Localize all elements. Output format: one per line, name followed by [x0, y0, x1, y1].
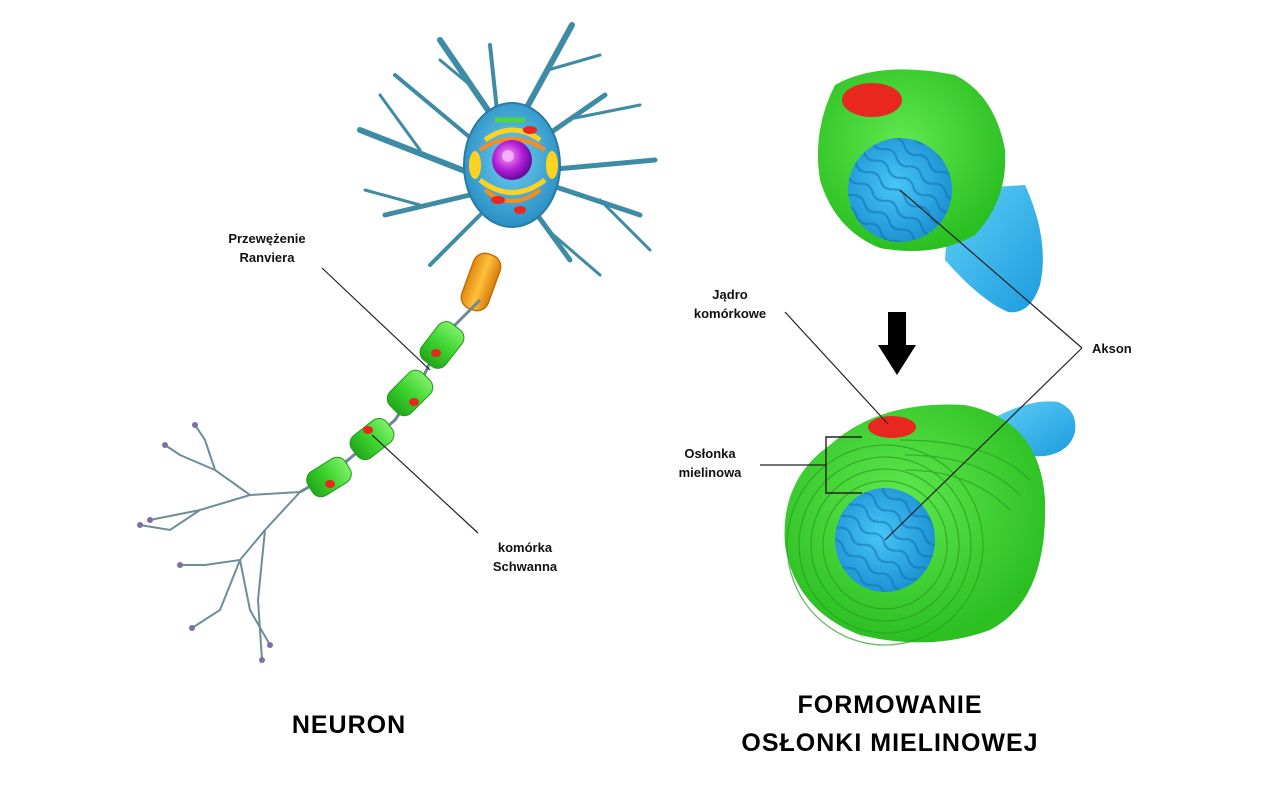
bottom-nucleus	[868, 416, 916, 438]
arrow-down-icon	[878, 312, 916, 375]
neuron-title-text: NEURON	[229, 706, 469, 744]
schwann-label-line1: komórka	[470, 538, 580, 557]
ranvier-label: Przewężenie Ranviera	[204, 229, 330, 267]
nucleus-label-line2: komórkowe	[680, 304, 780, 323]
ranvier-label-line1: Przewężenie	[204, 229, 330, 248]
myelin-label-line2: mielinowa	[660, 463, 760, 482]
axon-hillock	[458, 250, 504, 314]
top-nucleus	[842, 83, 902, 117]
nucleus-label: Jądro komórkowe	[680, 285, 780, 323]
nucleus-leader	[785, 312, 888, 424]
schwann-label: komórka Schwanna	[470, 538, 580, 576]
schwann-segments	[303, 318, 468, 501]
axon-label: Akson	[1092, 339, 1132, 358]
ranvier-label-line2: Ranviera	[204, 248, 330, 267]
schwann-label-line2: Schwanna	[470, 557, 580, 576]
axon-terminals	[140, 425, 300, 660]
terminal-buttons	[137, 422, 273, 663]
formation-title-line1: FORMOWANIE	[690, 686, 1090, 724]
myelin-label: Osłonka mielinowa	[660, 444, 760, 482]
nucleus-label-line1: Jądro	[680, 285, 780, 304]
formation-title: FORMOWANIE OSŁONKI MIELINOWEJ	[690, 686, 1090, 762]
myelin-label-line1: Osłonka	[660, 444, 760, 463]
ranvier-leader	[322, 268, 430, 370]
myelin-formation-illustration	[760, 69, 1082, 645]
formation-title-line2: OSŁONKI MIELINOWEJ	[690, 724, 1090, 762]
neuron-title: NEURON	[229, 706, 469, 744]
schwann-leader	[372, 435, 478, 533]
